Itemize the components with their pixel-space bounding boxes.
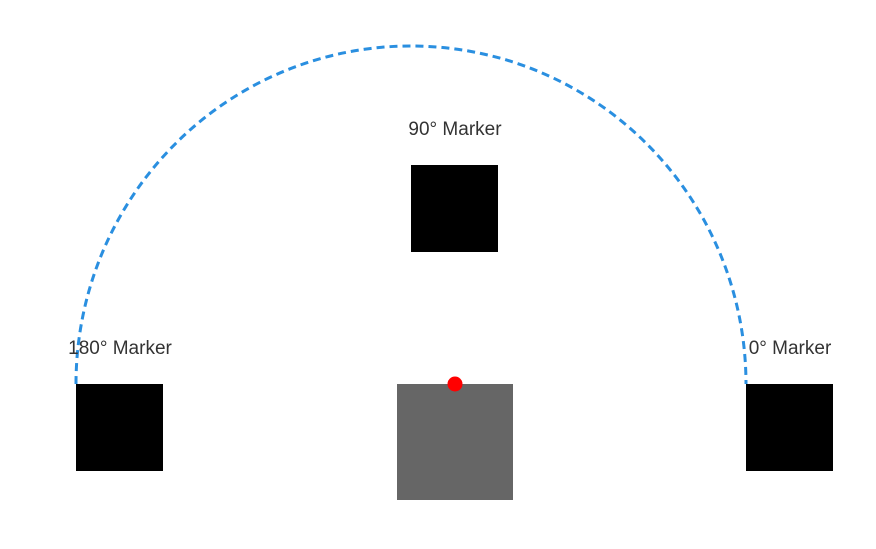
marker-180-square bbox=[76, 384, 163, 471]
semicircle-arc bbox=[74, 44, 748, 385]
pivot-dot bbox=[447, 376, 463, 392]
marker-90-square bbox=[411, 165, 498, 252]
center-base-block bbox=[397, 384, 513, 500]
marker-90-label: 90° Marker bbox=[408, 119, 502, 140]
marker-180-label: 180° Marker bbox=[68, 338, 172, 359]
marker-0-label: 0° Marker bbox=[749, 338, 832, 359]
marker-0-square bbox=[746, 384, 833, 471]
